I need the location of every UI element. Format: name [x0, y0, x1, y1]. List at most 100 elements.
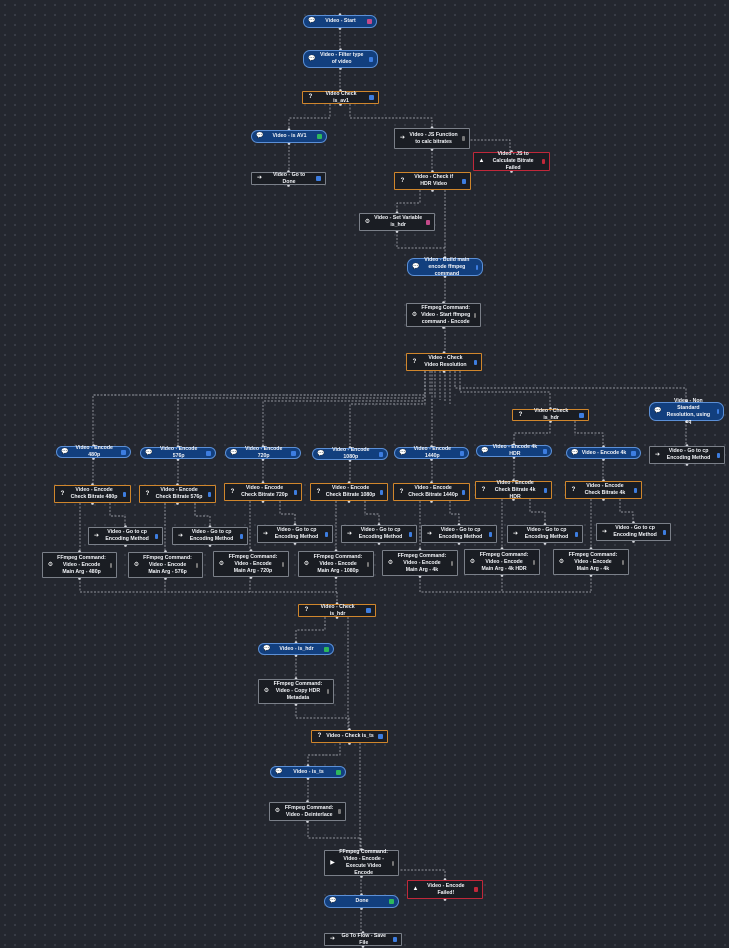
node-goto-cp-1[interactable]: ➔Video - Go to cp Encoding Method	[88, 527, 163, 545]
node-encode-480p[interactable]: 💬Video - Encode 480p	[56, 445, 131, 458]
node-check-is-ts[interactable]: ?Video - Check is_ts	[311, 730, 388, 743]
link-icon	[409, 531, 412, 537]
search-icon	[294, 489, 297, 495]
node-goto-cp-3[interactable]: ➔Video - Go to cp Encoding Method	[257, 525, 333, 543]
connector-edge	[419, 576, 591, 593]
node-goto-cp-5[interactable]: ➔Video - Go to cp Encoding Method	[421, 525, 497, 543]
node-arg-480p[interactable]: ⚙FFmpeg Command: Video - Encode Main Arg…	[42, 552, 117, 578]
node-check-is-hdr-2[interactable]: ?Video - Check is_hdr	[298, 604, 376, 617]
node-goto-cp-4[interactable]: ➔Video - Go to cp Encoding Method	[341, 525, 417, 543]
question-icon: ?	[571, 486, 576, 493]
terminal-icon	[367, 561, 369, 567]
connector-edge	[349, 371, 426, 448]
arrow-right-icon: ➔	[654, 451, 661, 458]
connector-edge	[390, 869, 446, 880]
node-check-resolution[interactable]: ?Video - Check Video Resolution	[406, 353, 482, 371]
node-set-var-hdr[interactable]: ⚙Video - Set Variable is_hdr	[359, 213, 435, 231]
node-check-bitrate-1080p[interactable]: ?Video - Encode Check Bitrate 1080p	[310, 483, 388, 501]
node-non-standard[interactable]: 💬Video - Non Standard Resolution, using …	[649, 398, 724, 425]
node-check-bitrate-480p[interactable]: ?Video - Encode Check Bitrate 480p	[54, 485, 131, 503]
terminal-icon	[474, 312, 476, 318]
hourglass-icon	[542, 159, 545, 164]
arrow-right-icon: ➔	[399, 135, 406, 141]
chat-bubble-icon: 💬	[399, 449, 407, 456]
terminal-icon	[282, 561, 284, 567]
node-goto-cp-2[interactable]: ➔Video - Go to cp Encoding Method	[172, 527, 248, 545]
node-encode-failed[interactable]: ▲Video - Encode Failed!	[407, 880, 483, 899]
link-icon	[663, 529, 666, 535]
node-check-bitrate-1440p[interactable]: ?Video - Encode Check Bitrate 1440p	[393, 483, 470, 501]
chat-bubble-icon: 💬	[275, 768, 283, 775]
arrow-right-icon: ➔	[346, 530, 353, 537]
connector-edge	[396, 190, 421, 213]
connector-edge	[349, 104, 433, 128]
node-js-calc[interactable]: ➔Video - JS Function to calc bitrates	[394, 128, 470, 149]
search-icon	[369, 95, 374, 100]
terminal-icon	[326, 689, 329, 694]
gear-icon: ⚙	[364, 218, 371, 225]
arrow-right-icon: ➔	[256, 175, 263, 181]
question-icon: ?	[481, 486, 486, 493]
node-check-bitrate-576p[interactable]: ?Video - Encode Check Bitrate 576p	[139, 485, 216, 503]
search-icon	[473, 359, 477, 365]
node-encode-720p[interactable]: 💬Video - Encode 720p	[225, 446, 301, 459]
gear-icon: ⚙	[411, 311, 418, 318]
node-check-bitrate-4k[interactable]: ?Video - Encode Check Bitrate 4k	[565, 481, 642, 499]
node-ffmpeg-start[interactable]: ⚙FFmpeg Command: Video - Start ffmpeg co…	[406, 303, 481, 327]
node-check-is-hdr-1[interactable]: ?Video - Check is_hdr	[512, 408, 589, 421]
node-check-hdr-video[interactable]: ?Video - Check if HDR Video	[394, 172, 471, 190]
terminal-icon	[110, 562, 112, 568]
chat-bubble-icon: 💬	[308, 55, 316, 62]
node-encode-1440p[interactable]: 💬Video - Encode 1440p	[394, 446, 469, 459]
check-icon	[324, 646, 329, 652]
node-execute-encode[interactable]: ▶FFmpeg Command: Video - Encode - Execut…	[324, 849, 399, 876]
chat-bubble-icon: 💬	[571, 449, 579, 456]
node-filter-type[interactable]: 💬Video - Filter type of video	[303, 50, 378, 68]
connector-edge	[454, 371, 687, 402]
link-icon	[489, 531, 492, 537]
info-icon	[206, 450, 211, 456]
node-go-done[interactable]: ➔Video - Go to Done	[251, 172, 326, 185]
node-done[interactable]: 💬Done	[324, 895, 399, 908]
node-encode-576p[interactable]: 💬Video - Encode 576p	[140, 446, 216, 459]
arrow-right-icon: ➔	[512, 530, 519, 537]
node-arg-4k[interactable]: ⚙FFmpeg Command: Video - Encode Main Arg…	[553, 549, 629, 575]
node-build-main[interactable]: 💬Video - Build main encode ffmpeg comman…	[407, 257, 483, 277]
node-goto-cp-6[interactable]: ➔Video - Go to cp Encoding Method	[507, 525, 583, 543]
node-check-av1[interactable]: ?Video Check is_av1	[302, 91, 379, 104]
node-is-hdr[interactable]: 💬Video - is_hdr	[258, 643, 334, 655]
info-icon	[631, 450, 636, 456]
node-arg-4k-hdr[interactable]: ⚙FFmpeg Command: Video - Encode Main Arg…	[464, 549, 540, 575]
connector-edge	[364, 501, 380, 525]
connector-edge	[79, 578, 337, 593]
node-go-to-flow[interactable]: ➔Go To Flow - Save File	[324, 933, 402, 946]
connector-edge	[295, 704, 350, 730]
node-deinterlace[interactable]: ⚙FFmpeg Command: Video - Deinterlace	[269, 802, 346, 821]
node-js-failed[interactable]: ▲Video - JS to Calculate Bitrate Failed	[473, 151, 550, 171]
connector-edge	[396, 231, 445, 249]
node-arg-1080p[interactable]: ⚙FFmpeg Command: Video - Encode Main Arg…	[298, 551, 374, 577]
connector-edge	[288, 104, 331, 130]
node-is-av1[interactable]: 💬Video - is AV1	[251, 130, 327, 143]
node-video-start[interactable]: 💬Video - Start	[303, 15, 377, 28]
connector-edge	[307, 743, 341, 766]
node-encode-4k-hdr[interactable]: 💬Video - Encode 4k HDR	[476, 444, 552, 457]
node-arg-720p[interactable]: ⚙FFmpeg Command: Video - Encode Main Arg…	[213, 551, 289, 577]
node-goto-cq-nonstd[interactable]: ➔Video - Go to cp Encoding Method	[649, 446, 725, 464]
connector-edge	[513, 421, 551, 445]
node-is-ts[interactable]: 💬Video - is_ts	[270, 766, 346, 778]
node-copy-hdr[interactable]: ⚙FFmpeg Command: Video - Copy HDR Metada…	[258, 679, 334, 704]
chat-bubble-icon: 💬	[263, 645, 271, 652]
node-arg-576p[interactable]: ⚙FFmpeg Command: Video - Encode Main Arg…	[128, 552, 203, 578]
node-encode-1080p[interactable]: 💬Video - Encode 1080p	[312, 447, 388, 460]
node-arg-1440p[interactable]: ⚙FFmpeg Command: Video - Encode Main Arg…	[382, 550, 458, 576]
gear-icon: ⚙	[263, 688, 270, 694]
node-encode-4k[interactable]: 💬Video - Encode 4k	[566, 447, 641, 459]
link-icon	[316, 176, 321, 181]
node-check-bitrate-720p[interactable]: ?Video - Encode Check Bitrate 720p	[224, 483, 302, 501]
node-check-bitrate-4k-hdr[interactable]: ?Video - Encode Check Bitrate 4k HDR	[475, 480, 552, 500]
connector-edge	[194, 503, 211, 527]
node-goto-cp-7[interactable]: ➔Video - Go to cp Encoding Method	[596, 523, 671, 541]
check-icon	[317, 134, 322, 139]
